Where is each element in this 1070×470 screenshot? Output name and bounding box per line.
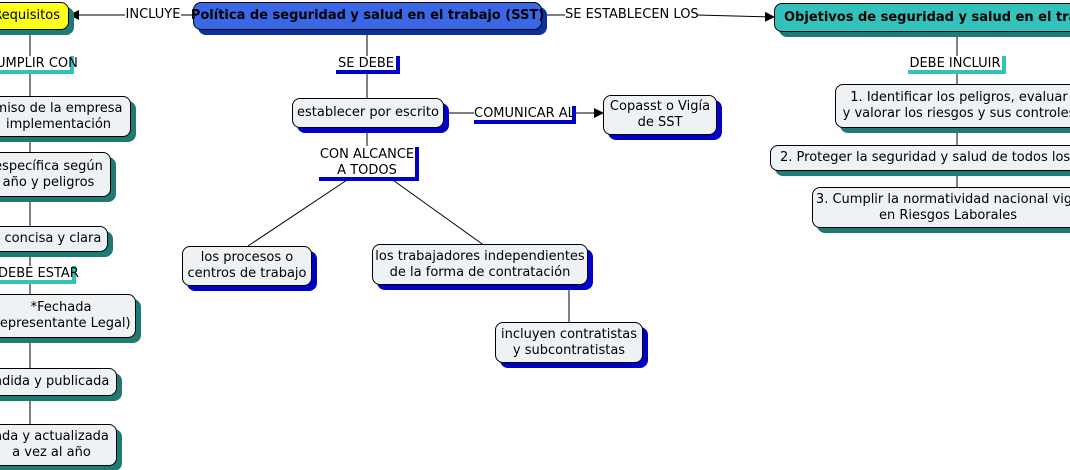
requisito-item-1-line1: miso de la empresa [0,100,123,116]
requisito-item-2[interactable]: específica según año y peligros [0,152,111,197]
estar-item-3-line2: a vez al año [12,445,91,460]
estar-item-1-line1: *Fechada [30,300,92,315]
requisito-item-1[interactable]: miso de la empresa implementación [0,96,131,137]
objetivo-item-3[interactable]: 3. Cumplir la normatividad nacional vige… [812,187,1070,228]
link-debe-incluir: DEBE INCLUIR [908,56,1006,74]
copasst-node[interactable]: Copasst o Vigía de SST [603,95,717,135]
estar-item-1-line2: Representante Legal) [0,316,131,331]
contratistas-node[interactable]: incluyen contratistas y subcontratistas [495,322,643,363]
objetivo-item-3-line2: en Riesgos Laborales [879,207,1018,223]
connector-alcance-trabajadores [389,177,486,247]
requisitos-title: Requisitos [0,8,60,23]
establecer-node[interactable]: establecer por escrito [292,98,444,128]
requisito-item-2-line1: específica según [0,158,103,174]
link-con-alcance-line1: CON ALCANCE [319,147,415,162]
root-label: Política de seguridad y salud en el trab… [190,8,545,23]
connector-establecen-objetivos [696,11,775,22]
estar-item-1[interactable]: *Fechada Representante Legal) [0,294,136,338]
objetivo-item-1-line2: y valorar los riesgos y sus controles [842,106,1070,121]
estar-item-2[interactable]: ndida y publicada [0,368,117,396]
root-node[interactable]: Política de seguridad y salud en el trab… [190,2,545,30]
contratistas-line1: incluyen contratistas [501,326,637,342]
objetivos-node[interactable]: Objetivos de seguridad y salud en el tra… [774,3,1070,32]
link-se-debe: SE DEBE [336,56,400,74]
link-debe-estar: DEBE ESTAR [0,266,79,284]
trabajadores-line1: los trabajadores independientes [375,248,585,264]
link-cumplir-con: UMPLIR CON [0,56,78,74]
requisito-item-3-line1: y concisa y clara [0,231,102,246]
link-se-establecen-los: SE ESTABLECEN LOS [565,7,699,23]
link-con-alcance-line2: A TODOS [337,163,397,178]
requisito-item-1-line2: implementación [5,116,112,132]
objetivo-item-1[interactable]: 1. Identificar los peligros, evaluar y v… [835,84,1070,128]
establecer-label: establecer por escrito [297,105,439,120]
requisito-item-2-line2: año y peligros [2,174,95,190]
estar-item-2-line1: ndida y publicada [0,374,110,389]
copasst-line1: Copasst o Vigía [609,99,711,114]
requisitos-node[interactable]: Requisitos [0,2,69,30]
copasst-line2: de SST [637,115,683,130]
objetivo-item-1-line1: 1. Identificar los peligros, evaluar [850,90,1068,105]
link-con-alcance: CON ALCANCE A TODOS [319,147,419,181]
link-comunicar-al: COMUNICAR AL [474,106,576,124]
objetivo-item-2[interactable]: 2. Proteger la seguridad y salud de todo… [770,145,1070,171]
trabajadores-node[interactable]: los trabajadores independientes de la fo… [372,244,588,285]
procesos-node[interactable]: los procesos o centros de trabajo [182,246,312,286]
contratistas-line2: y subcontratistas [512,342,626,358]
objetivo-item-2-line1: 2. Proteger la seguridad y salud de todo… [780,150,1070,165]
requisito-item-3[interactable]: y concisa y clara [0,226,108,252]
connector-alcance-procesos [247,177,351,247]
procesos-line1: los procesos o [200,250,294,265]
trabajadores-line2: de la forma de contratación [389,264,571,280]
procesos-line2: centros de trabajo [187,266,307,281]
estar-item-3[interactable]: ada y actualizada a vez al año [0,424,117,466]
estar-item-3-line1: ada y actualizada [0,429,109,444]
objetivos-title: Objetivos de seguridad y salud en el tra… [784,9,1070,25]
objetivo-item-3-line1: 3. Cumplir la normatividad nacional vige [815,191,1070,207]
link-incluye: INCLUYE [125,7,181,23]
